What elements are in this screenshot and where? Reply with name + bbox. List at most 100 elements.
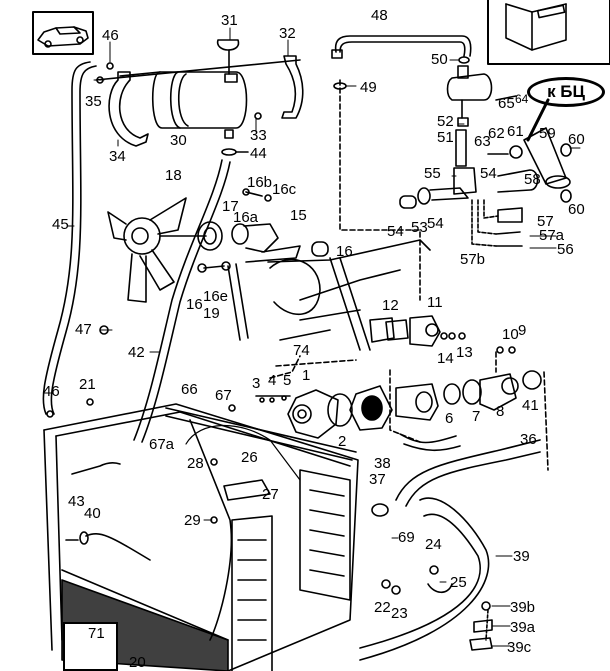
label-60-top: 60 [568, 131, 585, 148]
label-21: 21 [79, 376, 96, 393]
label-26: 26 [241, 449, 258, 466]
label-14: 14 [437, 350, 454, 367]
label-42: 42 [128, 344, 145, 361]
label-6: 6 [445, 410, 454, 427]
label-50: 50 [431, 51, 448, 68]
label-38: 38 [374, 455, 391, 472]
label-36: 36 [520, 431, 537, 448]
label-57b: 57b [460, 251, 486, 268]
label-69: 69 [398, 529, 415, 546]
water-pump [255, 355, 393, 439]
hose-39 [359, 497, 490, 661]
label-7: 7 [472, 408, 481, 425]
label-18: 18 [165, 167, 182, 184]
label-58: 58 [524, 171, 541, 188]
label-9: 9 [518, 322, 527, 339]
label-35: 35 [85, 93, 102, 110]
bracket-34 [108, 71, 149, 147]
label-37: 37 [369, 471, 386, 488]
label-24: 24 [425, 536, 442, 553]
label-67: 67 [215, 387, 232, 404]
label-11: 11 [427, 294, 443, 311]
label-46-bottom: 46 [43, 383, 60, 400]
label-8: 8 [496, 403, 505, 420]
label-46-top: 46 [102, 27, 119, 44]
label-20: 20 [129, 654, 146, 671]
label-3: 3 [252, 375, 261, 392]
label-65: 65 [498, 95, 515, 112]
pipe-48 [334, 35, 472, 57]
label-43: 43 [68, 493, 85, 510]
label-41: 41 [522, 397, 539, 414]
label-22: 22 [374, 599, 391, 616]
label-2: 2 [338, 433, 347, 450]
expansion-tank [151, 39, 249, 156]
label-45: 45 [52, 216, 69, 233]
battery-inset [487, 0, 610, 65]
hose-38 [399, 433, 461, 452]
label-5: 5 [283, 372, 292, 389]
label-39: 39 [513, 548, 530, 565]
label-47: 47 [75, 321, 92, 338]
label-71: 71 [88, 625, 105, 642]
fan-clutch-assembly [197, 188, 329, 273]
label-16a: 16a [233, 209, 259, 226]
cooling-fan [107, 197, 207, 303]
label-61: 61 [507, 123, 524, 140]
label-56: 56 [557, 241, 574, 258]
label-19: 19 [203, 305, 220, 322]
hose-45 [42, 61, 91, 415]
label-54-right: 54 [480, 165, 497, 182]
label-16b: 16b [247, 174, 273, 191]
label-15: 15 [290, 207, 307, 224]
hose-42 [133, 159, 223, 441]
label-32: 32 [279, 25, 296, 42]
label-67a: 67a [149, 436, 175, 453]
label-57a: 57a [539, 227, 565, 244]
label-44: 44 [250, 145, 267, 162]
label-53: 53 [411, 219, 428, 236]
label-1: 1 [302, 367, 311, 384]
label-52: 52 [437, 113, 454, 130]
label-74: 74 [293, 342, 310, 359]
label-54-left: 54 [387, 223, 404, 240]
label-16-left: 16 [186, 296, 203, 313]
label-16c: 16c [272, 181, 297, 198]
label-17: 17 [222, 198, 239, 215]
hose-36 [395, 439, 541, 507]
label-60-bottom: 60 [568, 201, 585, 218]
label-4: 4 [268, 372, 277, 389]
thermostat-parts [389, 351, 549, 471]
label-16-right: 16 [336, 243, 353, 260]
label-23: 23 [391, 605, 408, 622]
label-49: 49 [360, 79, 377, 96]
label-29: 29 [184, 512, 201, 529]
label-59: 59 [539, 125, 556, 142]
label-57: 57 [537, 213, 554, 230]
label-25: 25 [450, 574, 467, 591]
label-54-mid: 54 [427, 215, 444, 232]
label-12: 12 [382, 297, 399, 314]
label-33: 33 [250, 127, 267, 144]
label-55: 55 [424, 165, 441, 182]
label-28: 28 [187, 455, 204, 472]
label-31: 31 [221, 12, 238, 29]
label-39c: 39c [507, 639, 532, 656]
inset-bracket-71 [63, 622, 118, 671]
bracket-32 [281, 55, 304, 119]
label-30: 30 [170, 132, 187, 149]
label-39b: 39b [510, 599, 536, 616]
label-34: 34 [109, 148, 126, 165]
car-inset [32, 11, 94, 55]
label-13: 13 [456, 344, 473, 361]
label-64: 64 [515, 92, 529, 106]
annotation-bubble: к БЦ [527, 77, 605, 107]
label-62: 62 [488, 125, 505, 142]
label-39a: 39a [510, 619, 536, 636]
label-10: 10 [502, 326, 519, 343]
heater-valve-assembly [399, 56, 572, 247]
label-40: 40 [84, 505, 101, 522]
annotation-text: к БЦ [547, 82, 585, 101]
thermostat-housing [369, 315, 466, 347]
label-48: 48 [371, 7, 388, 24]
